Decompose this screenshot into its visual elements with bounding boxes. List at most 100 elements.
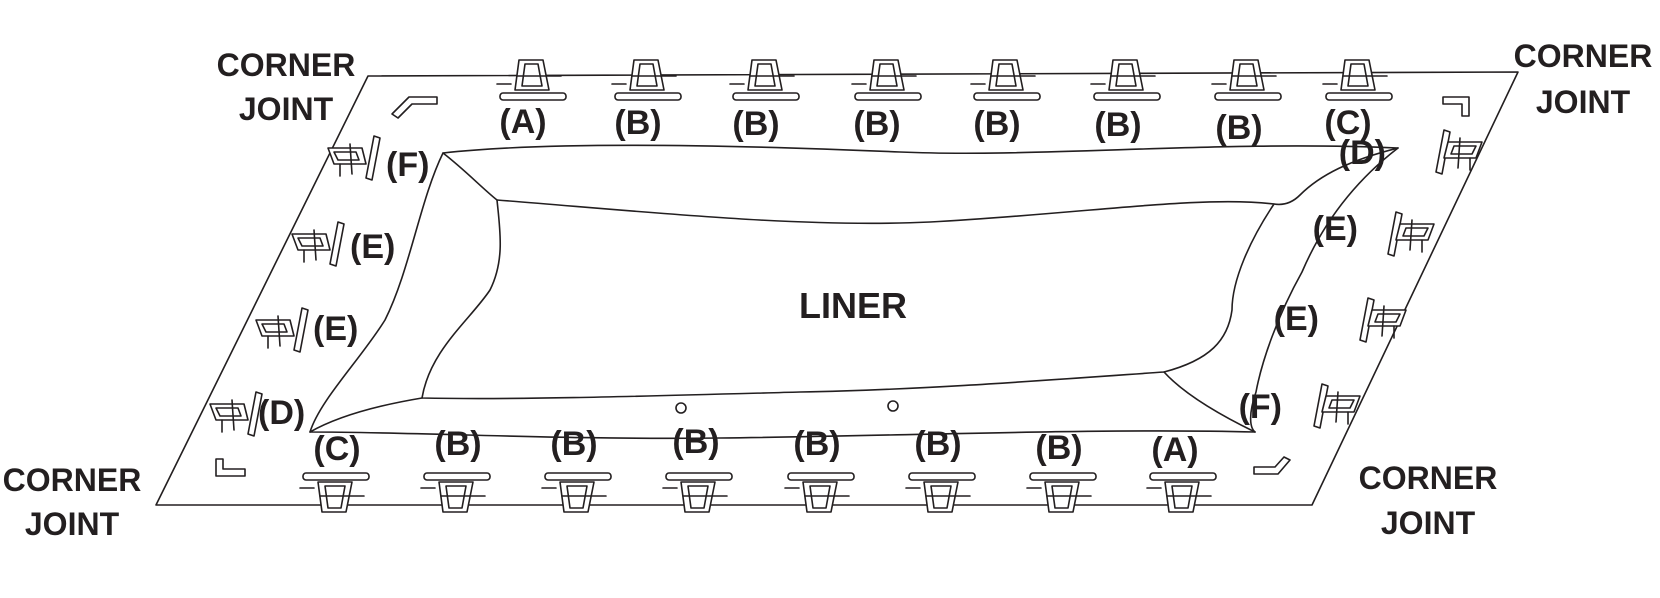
t-connector-bracket-icon — [255, 307, 309, 353]
bracket-frame — [747, 59, 783, 91]
part-label: (A) — [1151, 431, 1198, 469]
top-rail-icon — [1149, 472, 1217, 481]
corner-label-top-left: CORNER JOINT — [217, 47, 356, 127]
liner-outer — [309, 144, 1399, 440]
bracket-frame — [802, 481, 838, 513]
liner-crease — [1163, 371, 1256, 433]
bracket-frame — [1164, 481, 1200, 513]
bracket-inner — [215, 407, 242, 417]
top-rail-icon — [423, 472, 491, 481]
part-label: (B) — [793, 425, 840, 463]
bracket-frame — [514, 59, 550, 91]
t-connector-bracket-icon — [1146, 472, 1217, 513]
part-label: (B) — [973, 105, 1020, 143]
t-connector-bracket-icon — [291, 221, 345, 267]
bracket-frame — [1367, 309, 1407, 327]
bracket-crossbar — [1457, 137, 1461, 169]
top-rail-icon — [787, 472, 855, 481]
upright-post-icon — [1313, 383, 1329, 429]
part-label: (C) — [1324, 104, 1371, 142]
part-label: (B) — [853, 105, 900, 143]
bracket-inner — [876, 63, 898, 87]
right-side-parts: (D)(E)(E)(F) — [1239, 129, 1483, 429]
t-connector-bracket-icon — [327, 135, 381, 181]
t-connector-bracket-icon — [1026, 472, 1097, 513]
bracket-inner — [297, 237, 324, 247]
t-connector-bracket-icon — [209, 391, 263, 437]
corner-joint-icon — [391, 96, 438, 119]
t-connector-bracket-icon — [1435, 129, 1483, 175]
corner-label-line1: CORNER — [3, 462, 142, 498]
part-label: (E) — [313, 310, 358, 348]
bracket-inner — [521, 63, 543, 87]
top-rail-icon — [302, 472, 370, 481]
part-label: (B) — [1215, 109, 1262, 147]
bottom-side-parts: (C)(B)(B)(B)(B)(B)(B)(A) — [299, 423, 1217, 513]
top-rail-icon — [1214, 92, 1282, 101]
part-label: (C) — [313, 430, 360, 468]
corner-label-line1: CORNER — [1514, 38, 1653, 74]
t-connector-bracket-icon — [1387, 211, 1435, 257]
drain-hole-icon — [675, 402, 687, 414]
top-rail-icon — [614, 92, 682, 101]
bracket-inner — [1115, 63, 1137, 87]
corner-joint-icon — [215, 458, 246, 477]
t-connector-bracket-icon — [851, 59, 922, 101]
t-connector-bracket-icon — [299, 472, 370, 513]
bracket-inner — [1402, 227, 1429, 237]
corner-joint-icon — [1253, 456, 1291, 475]
t-connector-bracket-icon — [1359, 297, 1407, 343]
corner-label-line2: JOINT — [1381, 505, 1476, 541]
bracket-inner — [1171, 485, 1193, 509]
corner-joint-icon — [1442, 96, 1470, 117]
left-side-parts: (F)(E)(E)(D) — [209, 135, 429, 437]
upright-post-icon — [329, 221, 345, 267]
bracket-frame — [1108, 59, 1144, 91]
corner-label-line1: CORNER — [217, 47, 356, 83]
bracket-crossbar — [1335, 391, 1339, 423]
top-rail-icon — [908, 472, 976, 481]
t-connector-bracket-icon — [611, 59, 682, 101]
bracket-inner — [1051, 485, 1073, 509]
upright-post-icon — [1435, 129, 1451, 175]
upright-post-icon — [365, 135, 381, 181]
bracket-inner — [754, 63, 776, 87]
part-label: (B) — [434, 425, 481, 463]
bracket-frame — [988, 59, 1024, 91]
bracket-inner — [930, 485, 952, 509]
t-connector-bracket-icon — [662, 472, 733, 513]
top-rail-icon — [854, 92, 922, 101]
t-connector-bracket-icon — [1090, 59, 1161, 101]
bracket-frame — [1443, 141, 1483, 159]
t-connector-bracket-icon — [1313, 383, 1361, 429]
t-connector-bracket-icon — [1211, 59, 1282, 101]
part-label: (D) — [1339, 134, 1386, 172]
top-rail-icon — [544, 472, 612, 481]
upright-post-icon — [293, 307, 309, 353]
part-label: (B) — [914, 425, 961, 463]
bracket-frame — [1229, 59, 1265, 91]
bracket-crossbar — [1409, 219, 1413, 251]
bracket-inner — [995, 63, 1017, 87]
bracket-inner — [809, 485, 831, 509]
liner-label: LINER — [799, 285, 907, 326]
top-rail-icon — [1325, 92, 1393, 101]
bracket-inner — [261, 323, 288, 333]
corner-label-line2: JOINT — [239, 91, 334, 127]
part-label: (F) — [386, 146, 429, 184]
top-rail-icon — [732, 92, 800, 101]
part-label: (B) — [672, 423, 719, 461]
bracket-inner — [445, 485, 467, 509]
bracket-frame — [869, 59, 905, 91]
bracket-frame — [438, 481, 474, 513]
part-label: (B) — [1094, 106, 1141, 144]
part-label: (D) — [258, 394, 305, 432]
t-connector-bracket-icon — [541, 472, 612, 513]
top-rail-icon — [499, 92, 567, 101]
bracket-frame — [291, 233, 331, 251]
part-label: (B) — [614, 104, 661, 142]
bracket-inner — [1347, 63, 1369, 87]
bracket-frame — [209, 403, 249, 421]
bracket-inner — [1450, 145, 1477, 155]
